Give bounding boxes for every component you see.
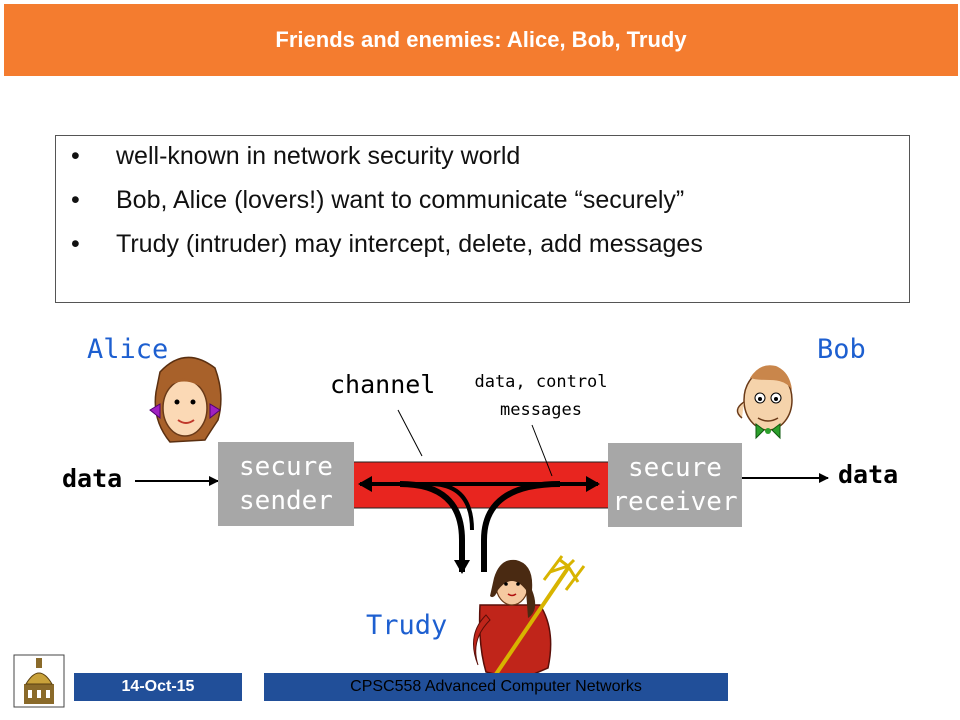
sender-line1: secure: [239, 452, 333, 482]
intercept-path-center: [429, 482, 474, 531]
alice-label: Alice: [87, 334, 169, 365]
university-logo: [13, 654, 65, 708]
secure-receiver-box: secure receiver: [608, 443, 742, 527]
intercept-path-right: [481, 481, 561, 572]
receiver-line2: receiver: [612, 487, 738, 517]
messages-label: data, control messages: [466, 368, 616, 424]
secure-sender-box: secure sender: [218, 442, 354, 526]
messages-callout-line: [531, 424, 553, 477]
slide-title: Friends and enemies: Alice, Bob, Trudy: [275, 27, 687, 52]
data-in-label: data: [62, 464, 123, 493]
alice-icon: [149, 356, 222, 443]
footer-date: 14-Oct-15: [74, 673, 242, 701]
bob-icon: [736, 365, 793, 440]
bullet-item: Bob, Alice (lovers!) want to communicate…: [71, 188, 909, 213]
receiver-line1: secure: [628, 453, 722, 483]
bullet-list: well-known in network security world Bob…: [56, 136, 909, 257]
footer-course: CPSC558 Advanced Computer Networks: [264, 673, 728, 701]
trudy-label: Trudy: [366, 610, 448, 641]
intercept-path-left: [399, 481, 470, 574]
bob-label: Bob: [817, 334, 866, 365]
sender-line2: sender: [239, 486, 333, 516]
messages-label-line1: data, control: [474, 372, 608, 392]
bullet-item: Trudy (intruder) may intercept, delete, …: [71, 232, 909, 257]
trudy-icon: [473, 555, 586, 682]
channel-callout-line: [397, 409, 423, 457]
data-out-label: data: [838, 460, 899, 489]
bullet-item: well-known in network security world: [71, 144, 909, 169]
title-bar: Friends and enemies: Alice, Bob, Trudy: [4, 4, 958, 76]
channel-label: channel: [330, 370, 436, 399]
messages-label-line2: messages: [500, 400, 582, 420]
bullet-box: well-known in network security world Bob…: [55, 135, 910, 303]
